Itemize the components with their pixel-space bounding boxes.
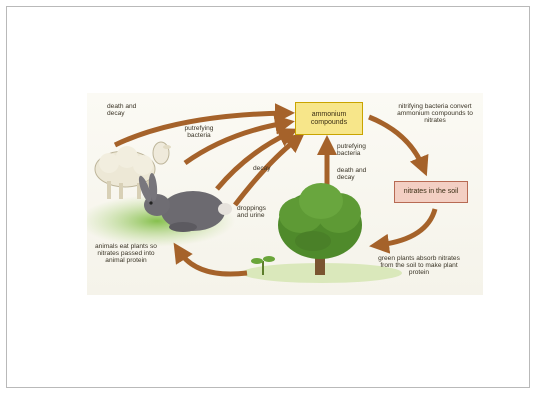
label-droppings-and-urine: droppings and urine: [237, 205, 271, 219]
label-nitrifying-bacteria: nitrifying bacteria convert ammonium com…: [393, 103, 477, 125]
arrow-plants-absorb: [379, 209, 435, 245]
ammonium-compounds-box: ammonium compounds: [295, 102, 363, 135]
label-putrefying-bacteria-left: putrefying bacteria: [179, 125, 219, 139]
sheep-illustration: [95, 142, 171, 199]
label-green-plants-absorb: green plants absorb nitrates from the so…: [377, 255, 461, 277]
nitrogen-cycle-diagram: ammonium compounds nitrates in the soil …: [87, 93, 483, 295]
label-death-and-decay-right: death and decay: [337, 167, 367, 181]
nitrates-in-soil-box: nitrates in the soil: [394, 181, 468, 203]
tree-illustration: [278, 183, 362, 275]
arrow-animals-eat: [179, 251, 247, 274]
label-animals-eat-plants: animals eat plants so nitrates passed in…: [89, 243, 163, 265]
slide-frame: ammonium compounds nitrates in the soil …: [6, 6, 530, 388]
label-putrefying-bacteria-right: putrefying bacteria: [337, 143, 375, 157]
label-death-and-decay-top: death and decay: [107, 103, 137, 117]
label-decay: decay: [253, 165, 271, 172]
